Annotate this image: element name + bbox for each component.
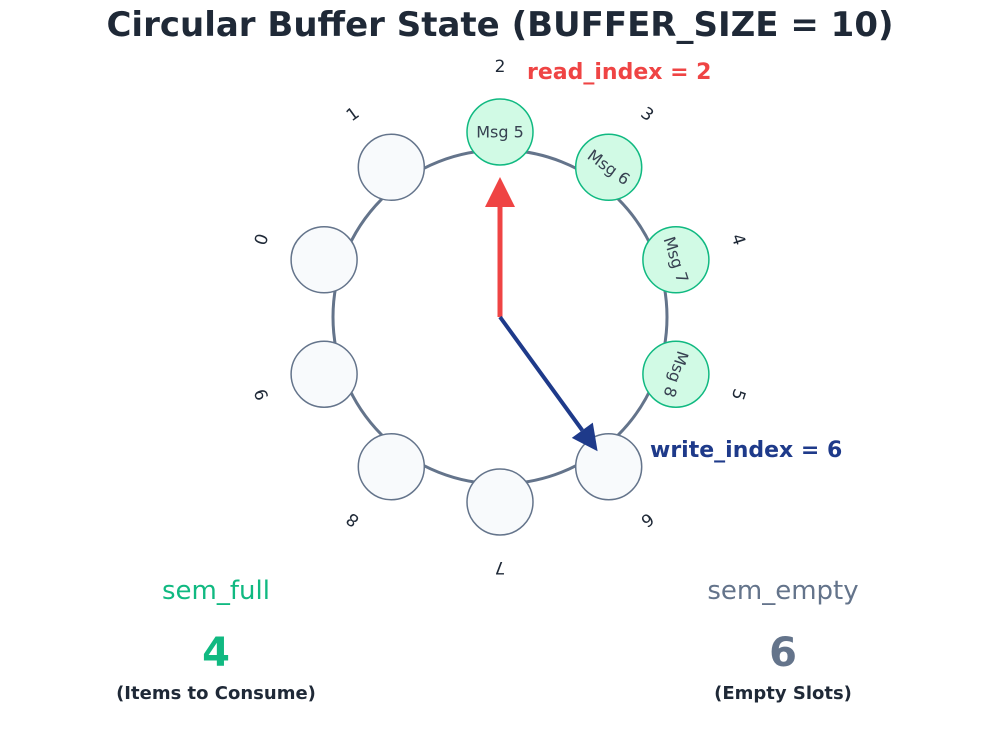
filled-slot-circle	[642, 340, 710, 408]
buffer-slot: 6	[574, 432, 658, 531]
slot-index-label: 1	[343, 103, 364, 126]
write-pointer-arrowhead	[571, 422, 598, 452]
empty-slot-circle	[290, 226, 358, 294]
slot-index-label: 4	[727, 231, 749, 247]
sem-empty-name: sem_empty	[707, 576, 858, 606]
buffer-slot: 0	[251, 226, 358, 294]
filled-slot-circle	[574, 133, 643, 202]
buffer-slot: 9	[251, 340, 358, 408]
buffer-slot: 8	[343, 432, 426, 531]
sem-empty-value: 6	[769, 630, 797, 676]
read-pointer-arrowhead	[485, 177, 515, 207]
slot-message: Msg 5	[476, 123, 524, 142]
empty-slot-circle	[357, 432, 426, 501]
filled-slot-circle	[642, 226, 710, 294]
buffer-slot: 1	[343, 103, 426, 202]
empty-slot-circle	[290, 340, 358, 408]
buffer-slot: 7	[466, 468, 534, 577]
diagram-title: Circular Buffer State (BUFFER_SIZE = 10)	[106, 5, 893, 45]
read-index-label: read_index = 2	[527, 60, 712, 85]
sem-full-panel: sem_full 4 (Items to Consume)	[116, 576, 316, 704]
sem-empty-panel: sem_empty 6 (Empty Slots)	[707, 576, 858, 704]
write-index-label: write_index = 6	[650, 438, 842, 463]
buffer-slot: Msg 63	[574, 103, 658, 202]
slot-index-label: 8	[343, 508, 364, 531]
slot-index-label: 9	[251, 386, 273, 402]
slot-index-label: 6	[637, 508, 658, 531]
sem-full-value: 4	[202, 630, 230, 676]
slot-index-label: 5	[727, 386, 749, 402]
sem-empty-description: (Empty Slots)	[714, 683, 852, 704]
buffer-pointers	[485, 177, 598, 452]
slot-index-label: 2	[495, 57, 506, 77]
empty-slot-circle	[357, 133, 426, 202]
slot-index-label: 0	[251, 231, 273, 247]
slot-index-label: 3	[637, 103, 658, 126]
sem-full-name: sem_full	[162, 576, 270, 606]
sem-full-description: (Items to Consume)	[116, 683, 316, 704]
empty-slot-circle	[466, 468, 534, 536]
buffer-slot: Msg 5 2	[466, 57, 534, 166]
write-pointer-shaft	[498, 315, 584, 432]
empty-slot-circle	[574, 432, 643, 501]
filled-slot-circle	[466, 98, 534, 166]
slot-index-label: 7	[495, 557, 506, 577]
